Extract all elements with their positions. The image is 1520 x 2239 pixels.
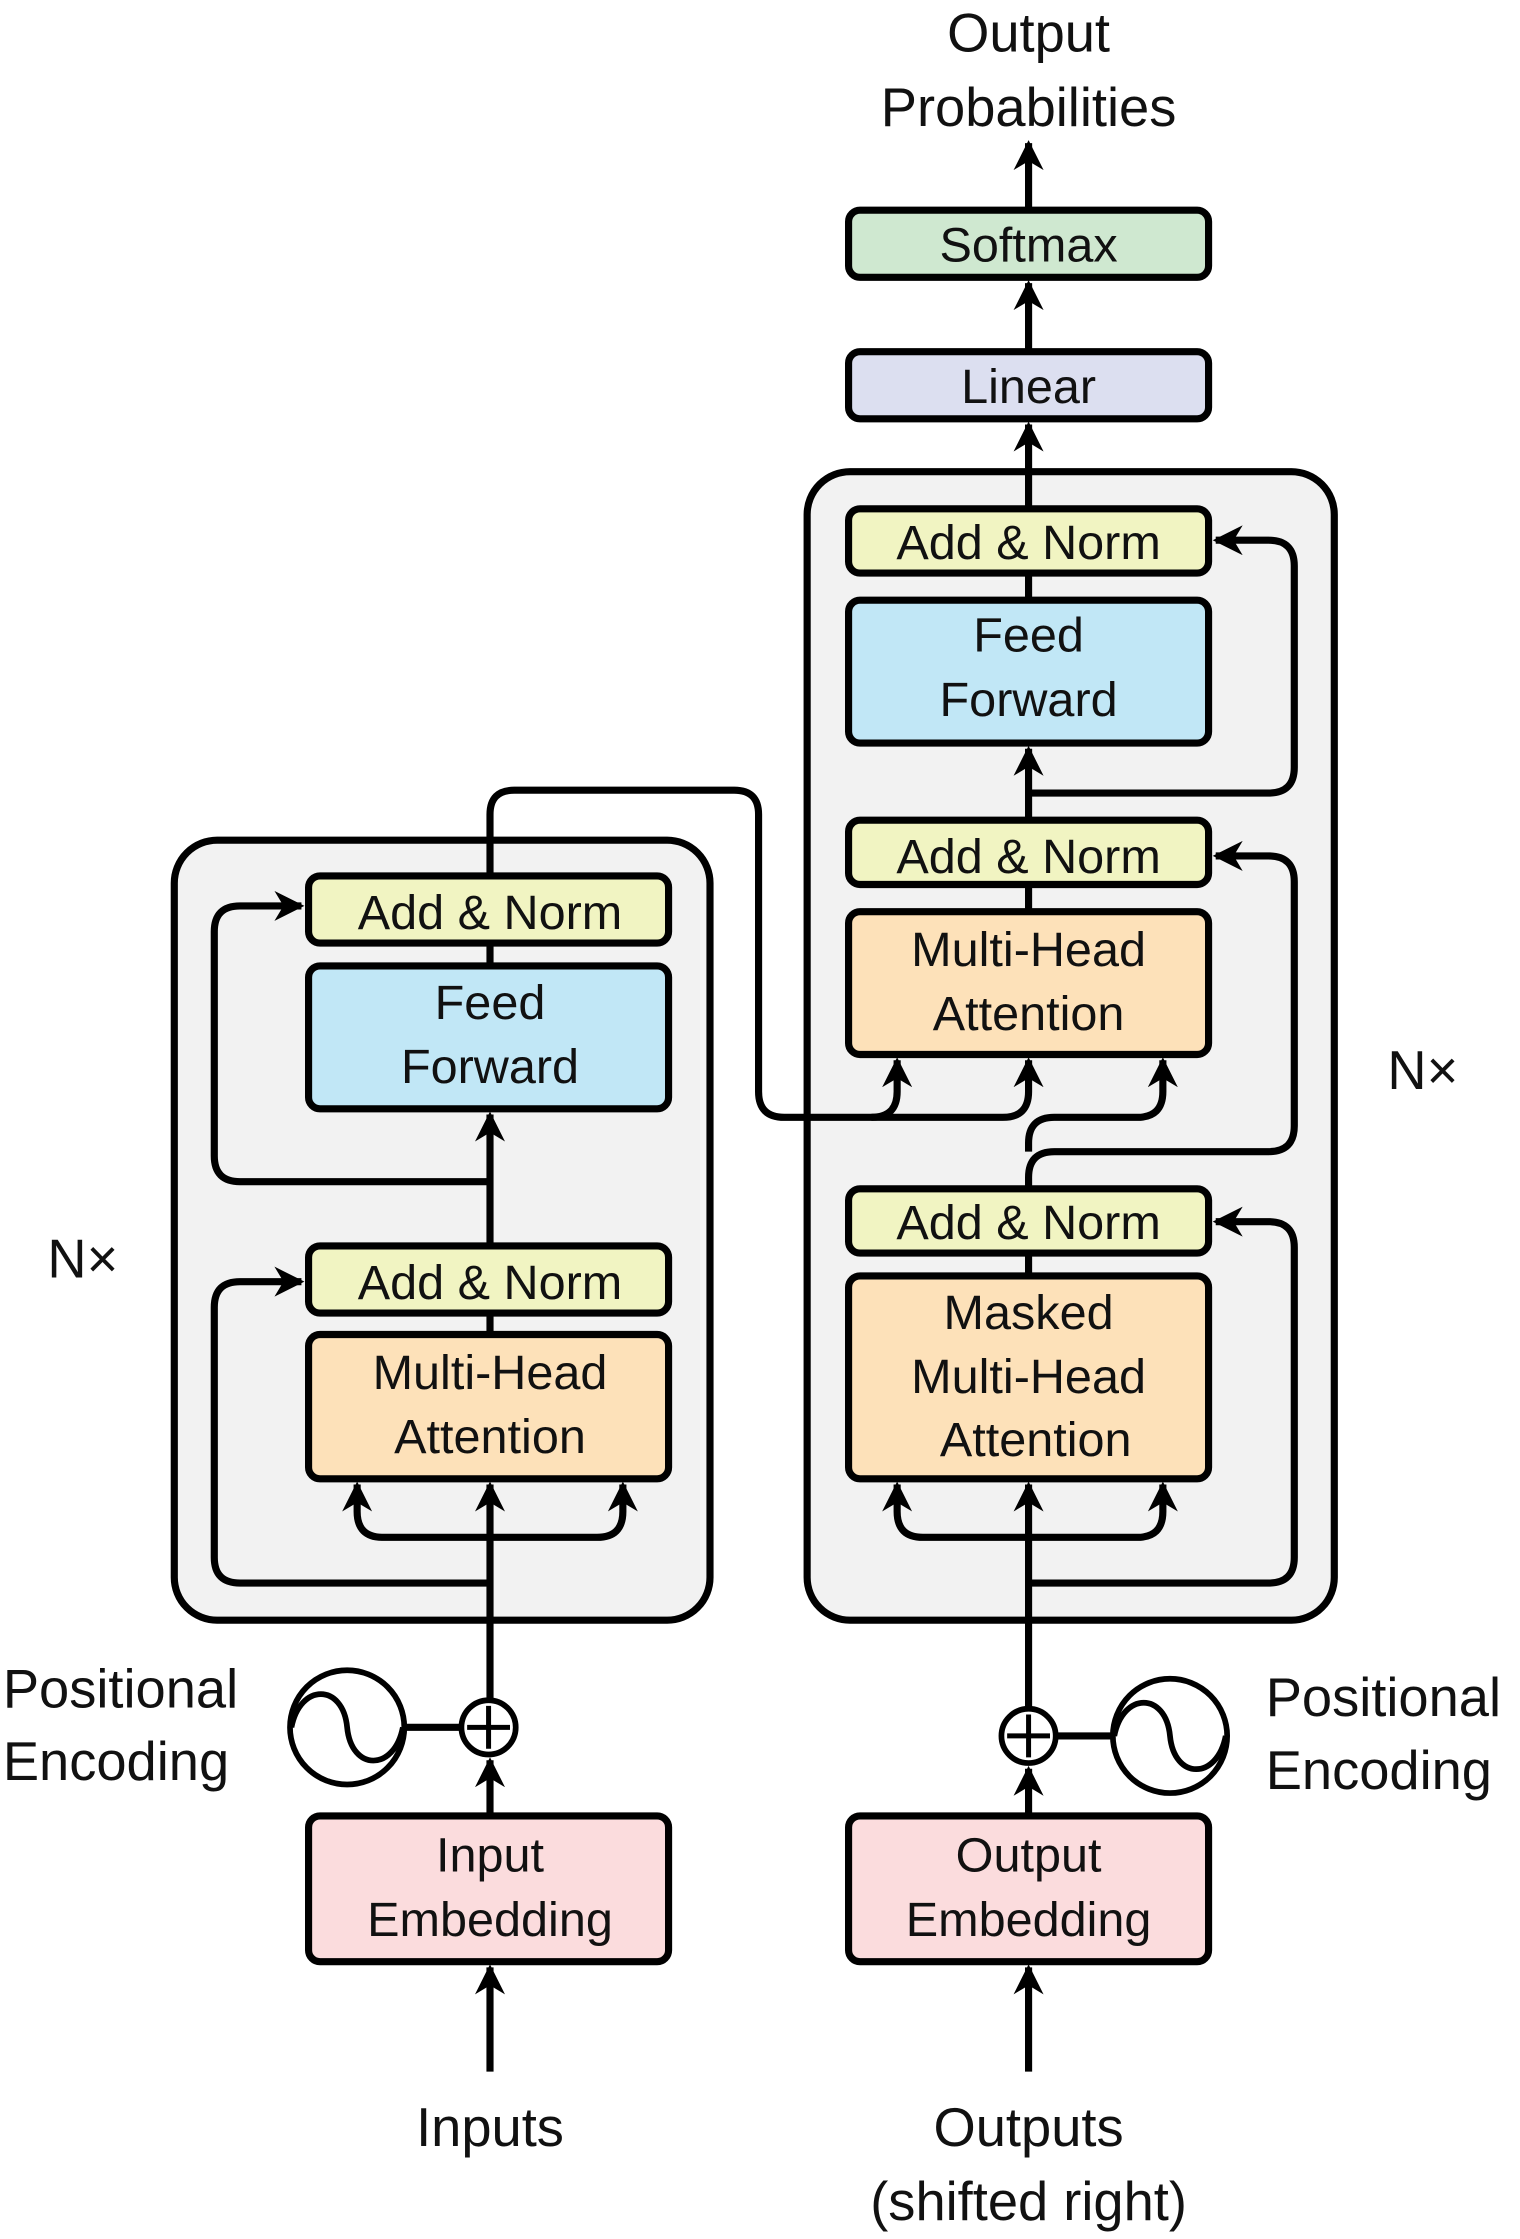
masked-mha-label-line2: Multi-Head [911, 1350, 1146, 1404]
residual-dec-cross-attn [1025, 840, 1298, 1189]
decoder-add-norm-1-label: Add & Norm [896, 1196, 1161, 1250]
outputs-label-line1: Outputs [934, 2097, 1124, 2158]
encoder-sine-wave-icon [287, 1667, 408, 1788]
softmax-label: Softmax [940, 219, 1118, 273]
arrow-enc-input-to-mha-q [342, 1481, 490, 1541]
outputs-label-line2: (shifted right) [870, 2171, 1187, 2232]
encoder-positional-encoding-label-line1: Positional [3, 1658, 238, 1719]
encoder-add-circle-icon [458, 1697, 519, 1758]
output-probabilities-label-line2: Probabilities [881, 77, 1177, 138]
encoder-feed-forward [305, 962, 673, 1113]
decoder-mha-label-line1: Multi-Head [911, 923, 1146, 977]
linear-block [845, 348, 1213, 423]
encoder-add-norm-1-label: Add & Norm [358, 1256, 623, 1310]
arrow-dec-query-to-cross-attn [1025, 1057, 1178, 1152]
decoder-nx-label: N× [1387, 1040, 1458, 1101]
output-embedding-label-line1: Output [956, 1829, 1102, 1883]
arrow-dec-input-to-masked-k [1028, 1481, 1178, 1541]
decoder-multi-head-attention [845, 908, 1213, 1059]
encoder-add-norm-2-label: Add & Norm [358, 886, 623, 940]
decoder-masked-multi-head-attention [845, 1272, 1213, 1483]
output-probabilities-label-line1: Output [947, 3, 1110, 64]
encoder-mha-label-line1: Multi-Head [373, 1346, 608, 1400]
input-embedding-label-line1: Input [436, 1829, 545, 1883]
encoder-positional-encoding-label-line2: Encoding [3, 1731, 229, 1792]
output-embedding-label-line2: Embedding [906, 1893, 1152, 1947]
masked-mha-label-line3: Attention [940, 1413, 1132, 1467]
decoder-feed-forward-label-line1: Feed [973, 609, 1084, 663]
input-embedding-label-line2: Embedding [367, 1893, 613, 1947]
encoder-feed-forward-label-line2: Forward [401, 1040, 579, 1094]
residual-enc-mha [210, 1266, 490, 1587]
inputs-label: Inputs [416, 2097, 564, 2158]
decoder-sine-wave-icon [1110, 1675, 1230, 1796]
decoder-feed-forward [845, 596, 1213, 747]
encoder-mha-label-line2: Attention [394, 1410, 586, 1464]
softmax-block [845, 206, 1213, 281]
decoder-feed-forward-label-line2: Forward [940, 673, 1118, 727]
decoder-positional-encoding-label-line1: Positional [1266, 1667, 1501, 1728]
decoder-add-norm-3-label: Add & Norm [896, 516, 1161, 570]
residual-dec-masked [1028, 1206, 1298, 1587]
output-embedding-block [845, 1812, 1213, 1966]
decoder-mha-label-line2: Attention [933, 987, 1125, 1041]
residual-dec-ff [1028, 525, 1298, 797]
decoder-positional-encoding-label-line2: Encoding [1266, 1740, 1492, 1801]
arrow-encoder-to-cross-attn-v [871, 1057, 1044, 1121]
encoder-stack [170, 836, 714, 1624]
encoder-feed-forward-label-line1: Feed [435, 976, 546, 1030]
decoder-add-circle-icon [998, 1705, 1059, 1766]
masked-mha-label-line1: Masked [944, 1286, 1114, 1340]
residual-enc-ff [210, 890, 490, 1186]
encoder-multi-head-attention [305, 1330, 673, 1483]
encoder-nx-label: N× [47, 1228, 118, 1289]
arrow-dec-input-to-masked-q [882, 1481, 1029, 1541]
input-embedding-block [305, 1812, 673, 1966]
arrow-enc-input-to-mha-v [490, 1481, 638, 1541]
linear-label: Linear [961, 360, 1096, 414]
decoder-add-norm-2-label: Add & Norm [896, 830, 1161, 884]
